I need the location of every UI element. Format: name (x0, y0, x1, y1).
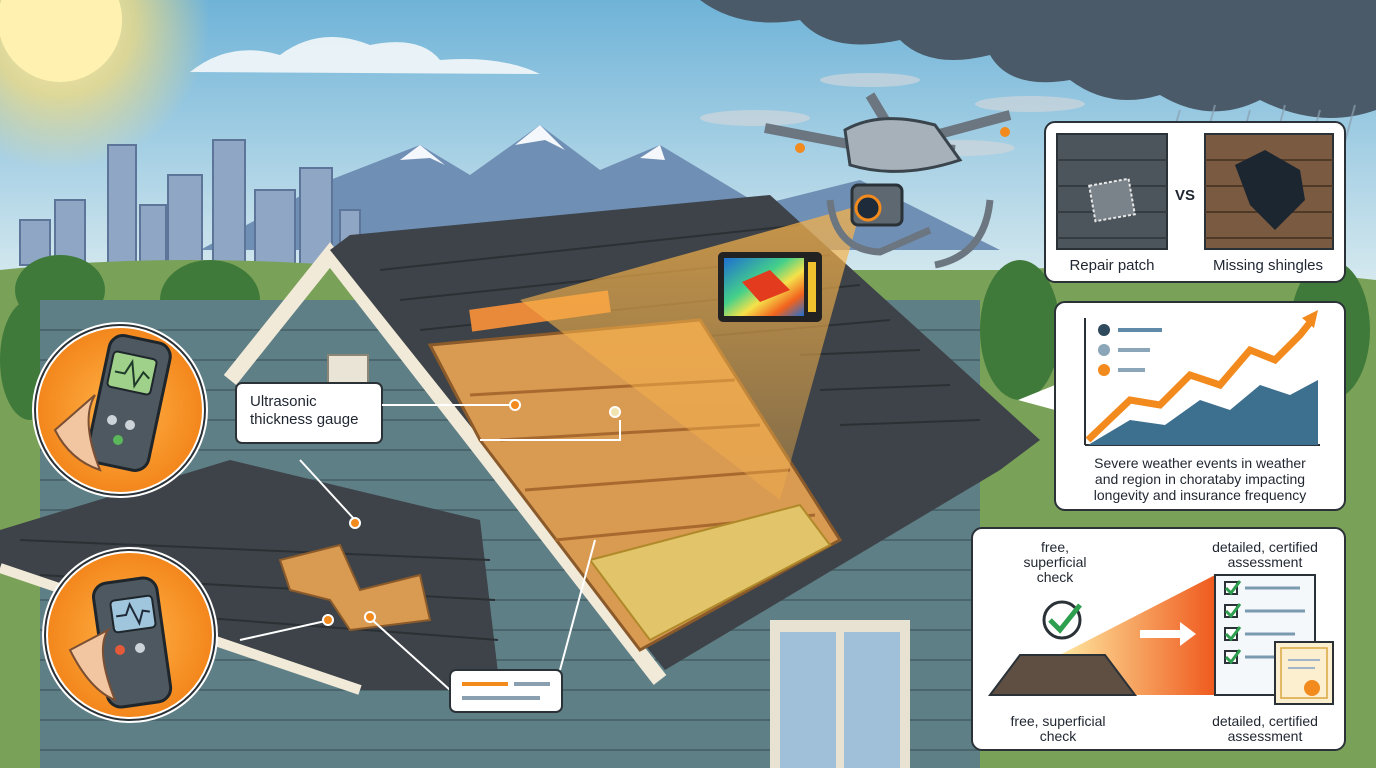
svg-text:Missing shingles: Missing shingles (1213, 257, 1323, 274)
svg-text:assessment: assessment (1228, 554, 1303, 570)
svg-text:Severe weather events in weath: Severe weather events in weather (1094, 455, 1306, 471)
ultrasonic-gauge-icon (42, 547, 218, 723)
svg-text:and region in chorataby impact: and region in chorataby impacting (1095, 471, 1305, 487)
gauge-label: Ultrasonic thickness gauge (235, 382, 521, 444)
drone-icon (700, 73, 1085, 269)
svg-text:thickness gauge: thickness gauge (250, 411, 358, 428)
svg-text:longevity and insurance freque: longevity and insurance frequency (1094, 487, 1306, 503)
certificate-icon (1274, 641, 1334, 705)
cloud (190, 37, 540, 74)
note-card (449, 669, 563, 713)
svg-text:check: check (1040, 728, 1078, 744)
svg-text:detailed, certified: detailed, certified (1212, 539, 1318, 555)
storm-cloud (700, 0, 1376, 118)
chart-legend (1098, 324, 1162, 376)
ultrasonic-gauge-icon (32, 322, 208, 498)
inspection-panel: free, superficial check detailed, certif… (971, 527, 1346, 751)
svg-text:free,: free, (1041, 539, 1069, 555)
svg-text:check: check (1037, 569, 1075, 585)
mountains (200, 125, 1000, 250)
thermal-camera-icon (718, 252, 822, 322)
city-skyline (19, 139, 361, 266)
svg-text:Ultrasonic: Ultrasonic (250, 393, 317, 410)
svg-text:assessment: assessment (1228, 728, 1303, 744)
svg-text:VS: VS (1175, 187, 1195, 204)
arrow-right-icon (1140, 622, 1196, 646)
gable-trim (223, 242, 667, 685)
roof-sample (988, 654, 1137, 696)
checkmark-icon (1042, 600, 1082, 640)
damaged-shingles (278, 543, 432, 632)
lower-roof (0, 460, 500, 690)
comparison-panel: VS Repair patch Missing shingles (1044, 121, 1346, 283)
svg-text:superficial: superficial (1023, 554, 1086, 570)
leader-lines (239, 420, 621, 691)
chart-line-orange (1085, 317, 1315, 443)
insulation (588, 503, 832, 642)
weather-panel: Severe weather events in weather and reg… (1018, 301, 1346, 511)
svg-text:Repair patch: Repair patch (1069, 257, 1154, 274)
window (770, 620, 910, 768)
svg-text:free, superficial: free, superficial (1011, 713, 1106, 729)
svg-text:detailed, certified: detailed, certified (1212, 713, 1318, 729)
chart-area-blue (1088, 380, 1318, 445)
